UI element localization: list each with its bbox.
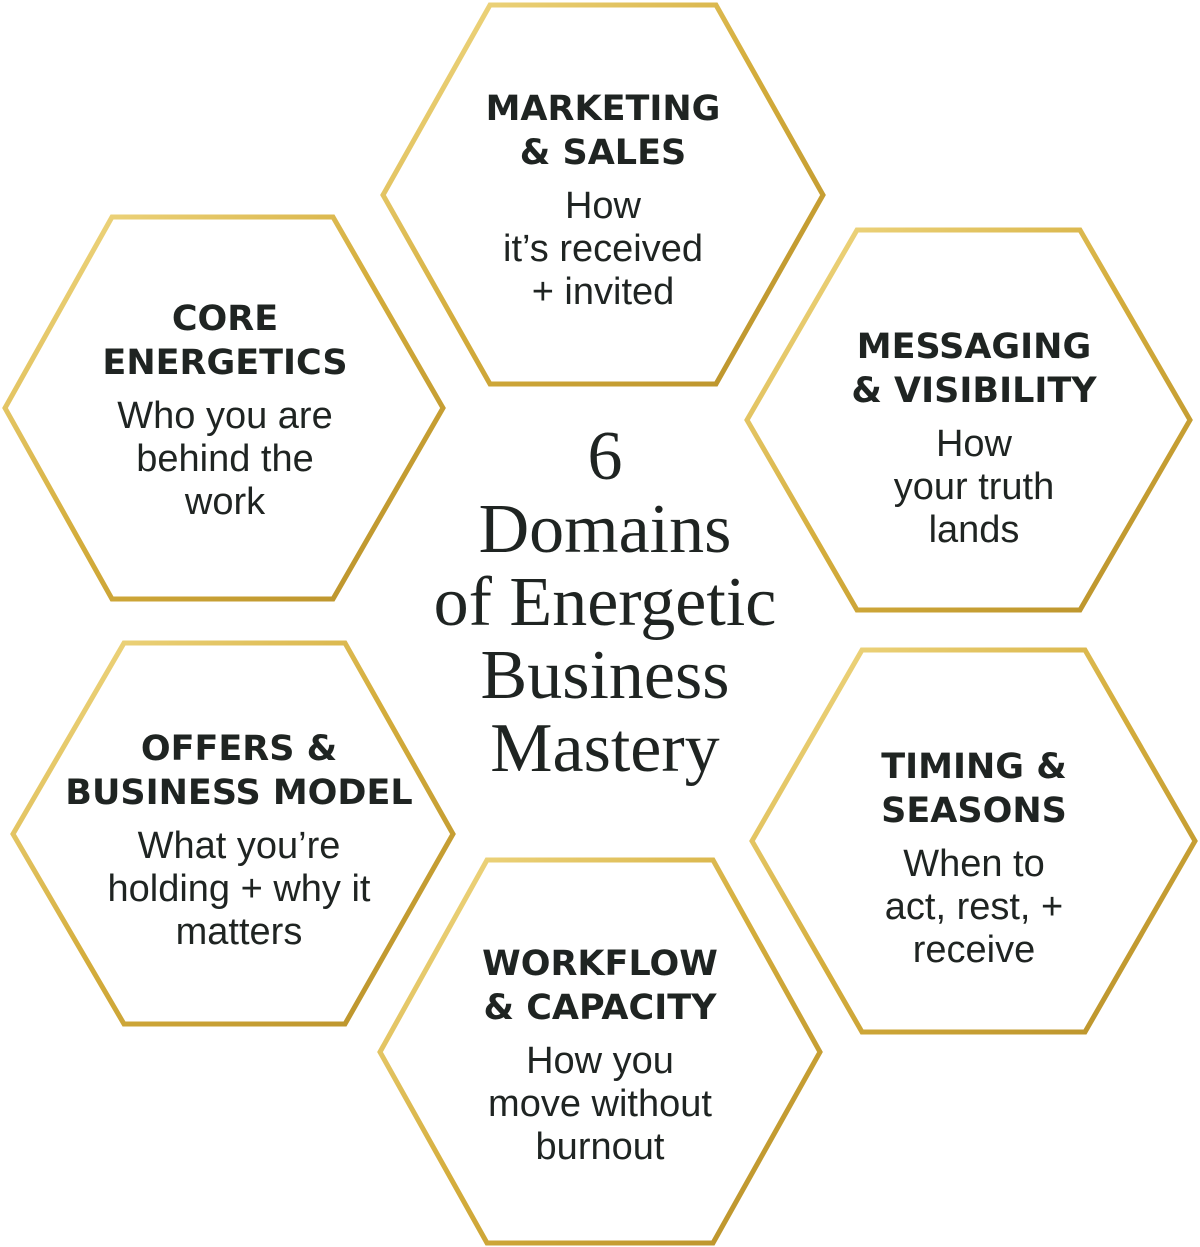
hexagon-core-energetics [2, 214, 446, 602]
domain-desc-line: When to [903, 842, 1045, 885]
hexagon-timing-seasons [749, 647, 1198, 1035]
domain-description: How it’s received + invited [503, 185, 703, 314]
domain-workflow-capacity: WORKFLOW & CAPACITY How you move without… [400, 935, 800, 1175]
domain-description: Who you are behind the work [117, 395, 332, 524]
domain-core-energetics: CORE ENERGETICS Who you are behind the w… [25, 290, 425, 530]
domain-timing-seasons: TIMING & SEASONS When to act, rest, + re… [774, 738, 1174, 978]
domain-title-line: BUSINESS MODEL [65, 772, 413, 813]
domain-title-line: MESSAGING [856, 326, 1092, 367]
domain-title: OFFERS & BUSINESS MODEL [65, 727, 412, 815]
domain-description: What you’re holding + why it matters [108, 825, 371, 954]
domain-desc-line: What you’re [137, 824, 341, 867]
domain-desc-line: your truth [893, 465, 1055, 508]
center-title: 6 Domains of Energetic Business Mastery [395, 420, 815, 785]
domain-desc-line: How [935, 422, 1013, 465]
hexagon-offers-business-model [10, 640, 456, 1027]
domain-desc-line: + invited [531, 270, 675, 313]
hexagon-messaging-visibility [744, 227, 1193, 613]
domain-title-line: & VISIBILITY [851, 370, 1097, 411]
domain-marketing-sales: MARKETING & SALES How it’s received + in… [403, 80, 803, 320]
domain-title-line: MARKETING [485, 88, 721, 129]
center-title-line: Business [480, 637, 730, 714]
center-title-line: Mastery [490, 710, 720, 787]
domain-title-line: & SALES [519, 132, 687, 173]
domain-title-line: CORE [171, 298, 279, 339]
center-title-line: of Energetic [433, 564, 777, 641]
domain-description: How your truth lands [894, 423, 1055, 552]
domain-desc-line: receive [912, 928, 1036, 971]
domain-desc-line: Who you are [117, 394, 333, 437]
domain-desc-line: How [564, 184, 641, 227]
domain-desc-line: lands [928, 508, 1020, 551]
domain-title-line: ENERGETICS [102, 342, 348, 383]
domain-desc-line: holding + why it [107, 867, 371, 910]
domain-title-line: TIMING & [881, 746, 1067, 787]
hexagon-marketing-sales [380, 2, 826, 387]
domain-desc-line: How you [526, 1039, 674, 1082]
domain-title-line: OFFERS & [140, 728, 338, 769]
domain-desc-line: move without [488, 1082, 712, 1125]
domain-title: WORKFLOW & CAPACITY [482, 942, 718, 1030]
center-title-line: Domains [478, 491, 732, 568]
domain-desc-line: it’s received [503, 227, 703, 270]
domain-desc-line: work [184, 480, 266, 523]
domain-title-line: WORKFLOW [482, 943, 718, 984]
domain-title: MARKETING & SALES [486, 87, 721, 175]
domain-title: CORE ENERGETICS [102, 297, 347, 385]
domain-title: MESSAGING & VISIBILITY [851, 325, 1096, 413]
domain-description: How you move without burnout [488, 1040, 712, 1169]
domain-desc-line: matters [175, 910, 303, 953]
domain-title: TIMING & SEASONS [881, 745, 1067, 833]
domain-desc-line: behind the [136, 437, 314, 480]
domain-description: When to act, rest, + receive [885, 843, 1063, 972]
domain-title-line: SEASONS [881, 790, 1067, 831]
domain-desc-line: act, rest, + [884, 885, 1064, 928]
hexagon-workflow-capacity [377, 857, 823, 1246]
domain-messaging-visibility: MESSAGING & VISIBILITY How your truth la… [774, 318, 1174, 558]
domain-offers-business-model: OFFERS & BUSINESS MODEL What you’re hold… [29, 720, 449, 960]
center-title-line: 6 [587, 418, 623, 495]
domain-desc-line: burnout [535, 1125, 665, 1168]
domain-title-line: & CAPACITY [483, 987, 717, 1028]
